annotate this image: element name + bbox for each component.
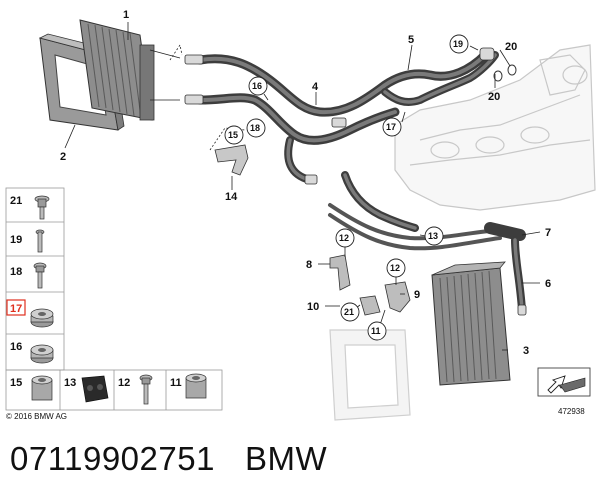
parts-table: 21 19 18 17 16 15 13 12 11 — [5, 187, 223, 411]
callout-20-lower: 20 — [488, 91, 500, 103]
table-label-18: 18 — [10, 266, 22, 278]
callout-2: 2 — [60, 151, 66, 163]
nut-15-icon — [31, 375, 53, 401]
callout-6: 6 — [545, 278, 551, 290]
callout-5: 5 — [408, 34, 414, 46]
seal-rings — [493, 64, 517, 82]
callout-labels: 1 2 3 4 5 6 7 8 9 10 14 20 20 — [60, 9, 551, 357]
lower-frame-outline — [329, 329, 411, 421]
parts-diagram: 1 2 3 4 5 6 7 8 9 10 14 20 20 19 16 15 1… — [5, 9, 596, 421]
callout-12-lower: 12 — [390, 263, 400, 273]
table-label-11: 11 — [170, 377, 182, 389]
clip-13-icon — [81, 375, 109, 403]
upper-cooler — [79, 19, 155, 121]
copyright-text: © 2016 BMW AG — [6, 412, 67, 421]
nut-11-icon — [185, 373, 207, 399]
callout-14: 14 — [225, 191, 238, 203]
callout-12-upper: 12 — [339, 233, 349, 243]
nut-16-icon — [30, 344, 54, 364]
part-caption: 07119902751 BMW — [10, 440, 590, 490]
callout-15: 15 — [228, 130, 238, 140]
table-label-15: 15 — [10, 377, 22, 389]
coolant-hoses — [195, 50, 526, 314]
callout-4: 4 — [312, 81, 319, 93]
lower-cooler — [431, 261, 511, 386]
circled-callouts — [224, 34, 469, 341]
bolt-21-icon — [34, 195, 50, 220]
callout-18: 18 — [250, 123, 260, 133]
table-label-16: 16 — [10, 341, 22, 353]
arrow-icon — [547, 375, 566, 394]
callout-9: 9 — [414, 289, 420, 301]
small-brackets — [329, 254, 411, 316]
bolt-12-icon — [139, 374, 153, 405]
callout-3: 3 — [523, 345, 529, 357]
part-number: 07119902751 — [10, 440, 215, 477]
callout-16: 16 — [252, 81, 262, 91]
hose-fittings — [184, 47, 527, 316]
callout-21: 21 — [344, 307, 354, 317]
highlight-box — [6, 299, 26, 316]
engine-block-outline — [394, 44, 596, 211]
nut-17-icon — [30, 308, 54, 328]
table-label-21: 21 — [10, 195, 22, 207]
callout-8: 8 — [306, 259, 312, 271]
brand-name: BMW — [244, 440, 328, 477]
bolt-19-icon — [35, 229, 45, 253]
circled-callout-labels: 19 16 15 18 17 13 12 12 21 11 — [228, 39, 463, 336]
callout-11: 11 — [371, 326, 381, 336]
callout-17: 17 — [386, 122, 396, 132]
table-label-13: 13 — [64, 377, 76, 389]
table-label-12: 12 — [118, 377, 130, 389]
table-label-19: 19 — [10, 234, 22, 246]
callout-7: 7 — [545, 227, 551, 239]
table-label-17: 17 — [10, 303, 22, 315]
bolt-18-icon — [33, 262, 47, 289]
image-number: 472938 — [558, 407, 585, 416]
callout-13: 13 — [428, 231, 438, 241]
callout-20-upper: 20 — [505, 41, 517, 53]
callout-1: 1 — [123, 9, 129, 21]
image-number-box — [537, 367, 591, 397]
bracket — [214, 144, 249, 176]
callout-10: 10 — [307, 301, 319, 313]
callout-19: 19 — [453, 39, 463, 49]
